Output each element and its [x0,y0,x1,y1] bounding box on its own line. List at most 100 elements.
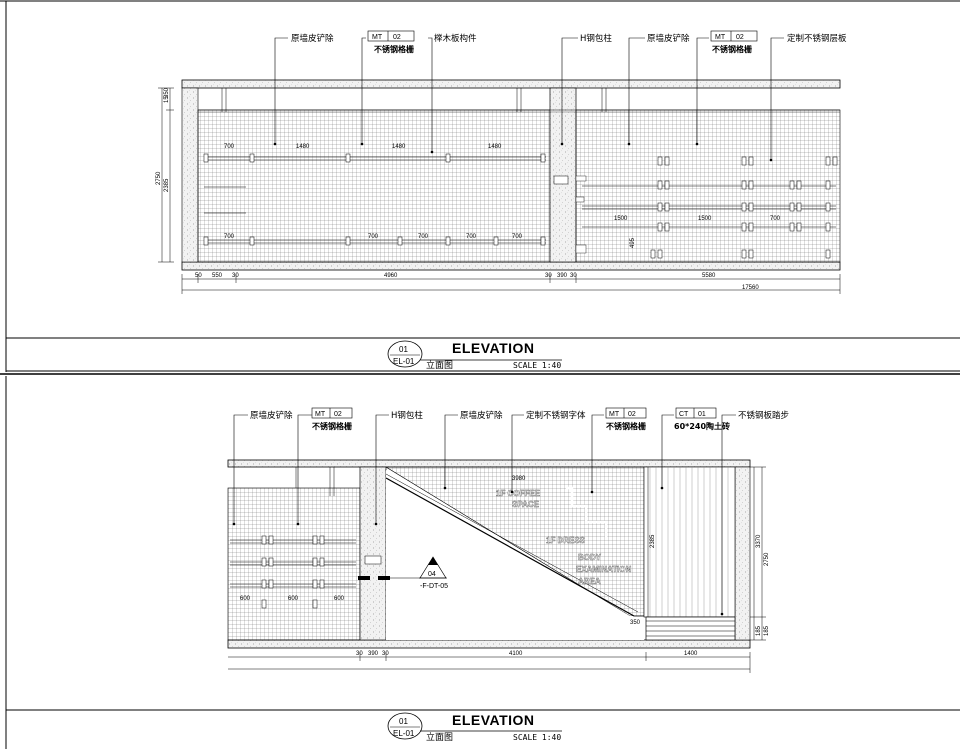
annotation-label: 原墙皮铲除 [647,33,690,44]
svg-text:50: 50 [195,273,202,279]
svg-text:MT: MT [372,34,383,41]
svg-text:MT: MT [315,411,326,418]
right-wall [734,466,751,641]
svg-text:350: 350 [164,87,170,98]
svg-text:-F-DT-05: -F-DT-05 [420,583,448,590]
svg-text:不锈钢格栅: 不锈钢格栅 [606,421,646,431]
svg-text:700: 700 [466,234,477,240]
svg-text:EXAMINATION: EXAMINATION [576,565,632,574]
svg-text:550: 550 [212,273,223,279]
ceiling-slab [227,459,751,468]
svg-text:700: 700 [512,234,523,240]
material-tag: MT 02 不锈钢格栅 [311,407,353,431]
svg-text:02: 02 [736,34,744,41]
annotation-label: H钢包柱 [391,410,423,421]
svg-text:30: 30 [570,273,577,279]
svg-text:1480: 1480 [296,144,310,150]
svg-text:1500: 1500 [698,216,712,222]
svg-text:2385: 2385 [164,178,170,192]
svg-text:600: 600 [240,596,251,602]
svg-text:2385: 2385 [650,534,656,548]
svg-text:700: 700 [418,234,429,240]
svg-text:不锈钢格栅: 不锈钢格栅 [374,44,414,54]
clay-tile-wall [643,466,736,618]
bottom-elevation: 04 -F-DT-05 1F COFFEE SPACE 1F DRESS BOD… [227,407,789,673]
svg-text:185: 185 [764,625,770,636]
svg-text:不锈钢格栅: 不锈钢格栅 [312,421,352,431]
grille-panel-left [197,109,551,263]
svg-text:02: 02 [628,411,636,418]
svg-text:30: 30 [356,651,363,657]
svg-text:30: 30 [545,273,552,279]
stair-void [386,470,644,640]
ceiling-slab [181,79,841,89]
drawing-subtitle: 立面图 [426,731,453,743]
left-dimension-chain [158,87,174,263]
svg-text:30: 30 [382,651,389,657]
svg-text:700: 700 [368,234,379,240]
svg-text:MT: MT [609,411,620,418]
svg-text:15: 15 [164,96,170,103]
drawing-title: ELEVATION [452,712,535,728]
svg-text:MT: MT [715,34,726,41]
svg-text:495: 495 [630,237,636,248]
steel-step [645,616,736,641]
wall-signage: 1F COFFEE SPACE 1F DRESS BODY EXAMINATIO… [496,486,632,586]
svg-text:01: 01 [698,411,706,418]
drawing-scale: SCALE 1:40 [513,733,561,742]
material-tag: CT 01 60*240陶土砖 [674,407,730,431]
svg-text:600: 600 [288,596,299,602]
svg-text:04: 04 [428,571,436,578]
right-dimension-chain [647,466,766,641]
annotation-label: H钢包柱 [580,33,612,44]
floor-slab [181,261,841,271]
material-tag: MT 02 不锈钢格栅 [367,30,415,54]
svg-text:1F DRESS: 1F DRESS [546,536,586,545]
svg-text:30: 30 [232,273,239,279]
material-tag: MT 02 不锈钢格栅 [710,30,758,54]
annotation-label: 原墙皮铲除 [291,33,334,44]
top-elevation: 原墙皮铲除 MT 02 不锈钢格栅 榉木板构件 H钢包柱 原墙皮铲除 MT 02… [156,30,847,294]
total-dimension: 17560 [742,285,759,291]
svg-text:700: 700 [770,216,781,222]
svg-text:5580: 5580 [702,273,716,279]
annotation-label: 原墙皮铲除 [460,410,503,421]
svg-text:02: 02 [334,411,342,418]
bottom-dimension-chain [181,274,841,294]
annotation-label: 定制不锈钢层板 [787,33,847,44]
svg-text:700: 700 [224,144,235,150]
drawing-title: ELEVATION [452,340,535,356]
svg-text:CT: CT [679,411,689,418]
title-block-top: 01 EL-01 ELEVATION 立面图 SCALE 1:40 [387,340,562,371]
svg-text:不锈钢格栅: 不锈钢格栅 [712,44,752,54]
inner-dimensions: 700 1480 1480 1480 700 700 700 700 700 1… [224,144,781,248]
svg-text:1400: 1400 [684,651,698,657]
svg-text:4960: 4960 [384,273,398,279]
svg-text:01: 01 [399,717,408,726]
grille-panel-left [227,487,361,641]
steel-column [549,87,577,263]
svg-text:SPACE: SPACE [512,500,540,509]
svg-text:BODY: BODY [578,553,602,562]
svg-text:185: 185 [756,625,762,636]
svg-text:2750: 2750 [156,171,162,185]
svg-text:AREA: AREA [578,577,601,586]
svg-text:1500: 1500 [614,216,628,222]
drawing-subtitle: 立面图 [426,359,453,371]
svg-text:2750: 2750 [764,552,770,566]
left-wall [181,87,199,263]
annotation-label: 榉木板构件 [434,33,477,44]
bottom-dimension-chain [228,652,751,673]
svg-text:1480: 1480 [392,144,406,150]
svg-text:700: 700 [224,234,235,240]
section-marker: 04 -F-DT-05 [419,556,448,590]
svg-text:1480: 1480 [488,144,502,150]
svg-text:01: 01 [399,345,408,354]
svg-text:3370: 3370 [756,534,762,548]
svg-text:02: 02 [393,34,401,41]
material-tag: MT 02 不锈钢格栅 [605,407,647,431]
svg-text:390: 390 [368,651,379,657]
svg-text:350: 350 [630,620,641,626]
